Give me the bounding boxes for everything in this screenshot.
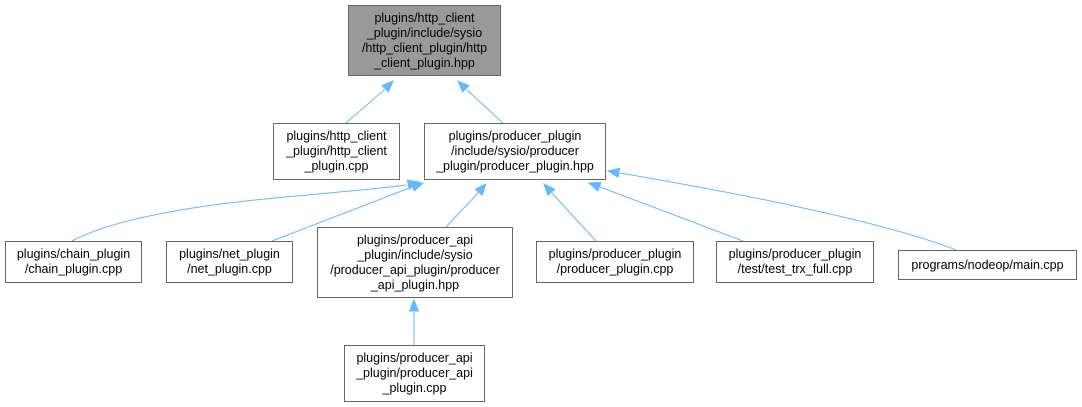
- node-label: plugins/producer_plugin /producer_plugin…: [548, 247, 682, 276]
- edge-net_cpp-to-producer_hpp: [271, 186, 413, 242]
- node-producer-api-plugin-cpp[interactable]: plugins/producer_api _plugin/producer_ap…: [344, 345, 485, 402]
- arrowhead-icon: [381, 80, 394, 93]
- edge-producer_hpp-to-root: [466, 89, 504, 124]
- node-label: plugins/net_plugin /net_plugin.cpp: [179, 247, 280, 276]
- node-label: plugins/producer_api _plugin/producer_ap…: [356, 351, 473, 395]
- node-label: plugins/chain_plugin /chain_plugin.cpp: [16, 247, 131, 276]
- arrowhead-icon: [587, 182, 602, 192]
- node-http-client-plugin-cpp[interactable]: plugins/http_client _plugin/http_client …: [273, 123, 400, 180]
- arrowhead-icon: [543, 183, 556, 197]
- node-root-http-client-plugin-hpp: plugins/http_client _plugin/include/sysi…: [348, 5, 501, 76]
- arrowhead-icon: [410, 182, 425, 192]
- node-producer-api-plugin-hpp[interactable]: plugins/producer_api _plugin/include/sys…: [317, 227, 513, 298]
- edge-chain_cpp-to-producer_hpp: [71, 184, 407, 242]
- arrowhead-icon: [474, 183, 487, 197]
- arrowhead-icon: [606, 167, 621, 179]
- node-label: plugins/producer_plugin /test/test_trx_f…: [728, 247, 862, 276]
- arrowhead-icon: [408, 298, 420, 312]
- edge-producer_api_hpp-to-producer_hpp: [445, 192, 479, 228]
- node-label: plugins/http_client _plugin/http_client …: [286, 129, 387, 173]
- arrowhead-icon: [457, 80, 470, 93]
- node-label: programs/nodeop/main.cpp: [911, 257, 1064, 272]
- edge-producer_cpp-to-producer_hpp: [551, 192, 597, 242]
- node-label: plugins/http_client _plugin/include/sysi…: [361, 10, 488, 70]
- edge-nodeop_cpp-to-producer_hpp: [619, 172, 957, 251]
- node-nodeop-main-cpp[interactable]: programs/nodeop/main.cpp: [898, 250, 1077, 280]
- node-net-plugin-cpp[interactable]: plugins/net_plugin /net_plugin.cpp: [166, 241, 293, 283]
- node-label: plugins/producer_plugin /include/sysio/p…: [436, 129, 594, 173]
- node-label: plugins/producer_api _plugin/include/sys…: [330, 232, 500, 292]
- node-producer-plugin-hpp[interactable]: plugins/producer_plugin /include/sysio/p…: [424, 123, 606, 180]
- edge-http_client_cpp-to-root: [345, 89, 385, 124]
- edge-test_trx_cpp-to-producer_hpp: [599, 186, 744, 242]
- node-producer-plugin-cpp[interactable]: plugins/producer_plugin /producer_plugin…: [536, 241, 694, 283]
- node-test-trx-full-cpp[interactable]: plugins/producer_plugin /test/test_trx_f…: [716, 241, 874, 283]
- node-chain-plugin-cpp[interactable]: plugins/chain_plugin /chain_plugin.cpp: [5, 241, 142, 283]
